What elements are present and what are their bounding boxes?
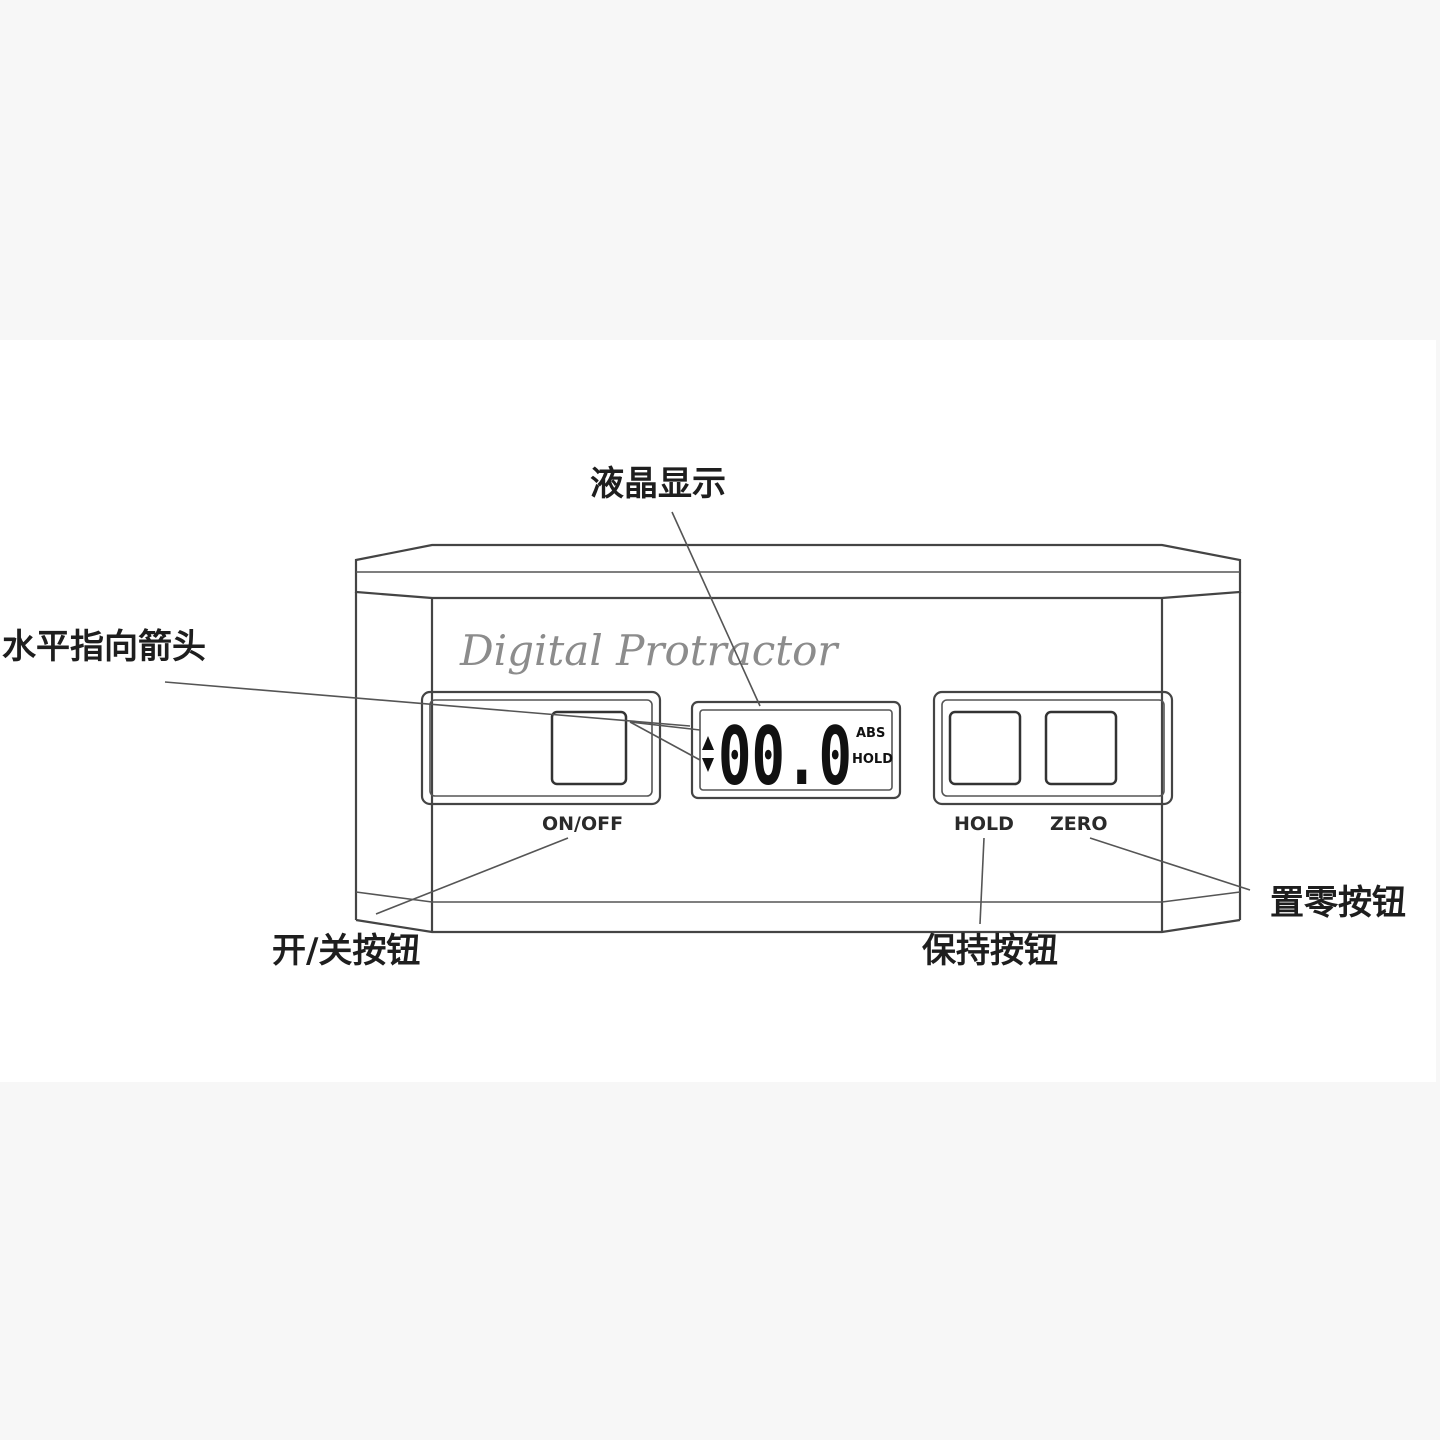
triangle-down-icon <box>702 758 714 772</box>
lcd-abs-indicator: ABS <box>856 726 885 741</box>
diagram-panel: Digital Protractor ON/OFF 00.0 ABS HOLD … <box>0 340 1436 1082</box>
on-off-button[interactable] <box>550 710 628 786</box>
hold-button[interactable] <box>948 710 1022 786</box>
lcd-hold-indicator: HOLD <box>852 752 893 767</box>
left-button-housing <box>420 690 662 806</box>
lcd-reading: 00.0 <box>718 710 852 803</box>
brand-text: Digital Protractor <box>459 626 840 675</box>
lcd-window <box>690 700 902 800</box>
device-body <box>354 543 1242 934</box>
right-button-housing <box>932 690 1174 806</box>
callout-level-arrows: 水平指向箭头 <box>2 627 206 667</box>
zero-label: ZERO <box>1050 813 1108 835</box>
callout-hold-button: 保持按钮 <box>922 931 1058 971</box>
leader-lines <box>164 511 1251 925</box>
on-off-label: ON/OFF <box>542 813 623 835</box>
callout-on-off-button: 开/关按钮 <box>272 931 420 971</box>
callout-zero-button: 置零按钮 <box>1270 883 1406 923</box>
zero-button[interactable] <box>1044 710 1118 786</box>
protractor-diagram: Digital Protractor ON/OFF 00.0 ABS HOLD … <box>2 464 1406 971</box>
callout-lcd-display: 液晶显示 <box>590 464 726 504</box>
triangle-up-icon <box>702 736 714 750</box>
hold-label: HOLD <box>954 813 1014 835</box>
